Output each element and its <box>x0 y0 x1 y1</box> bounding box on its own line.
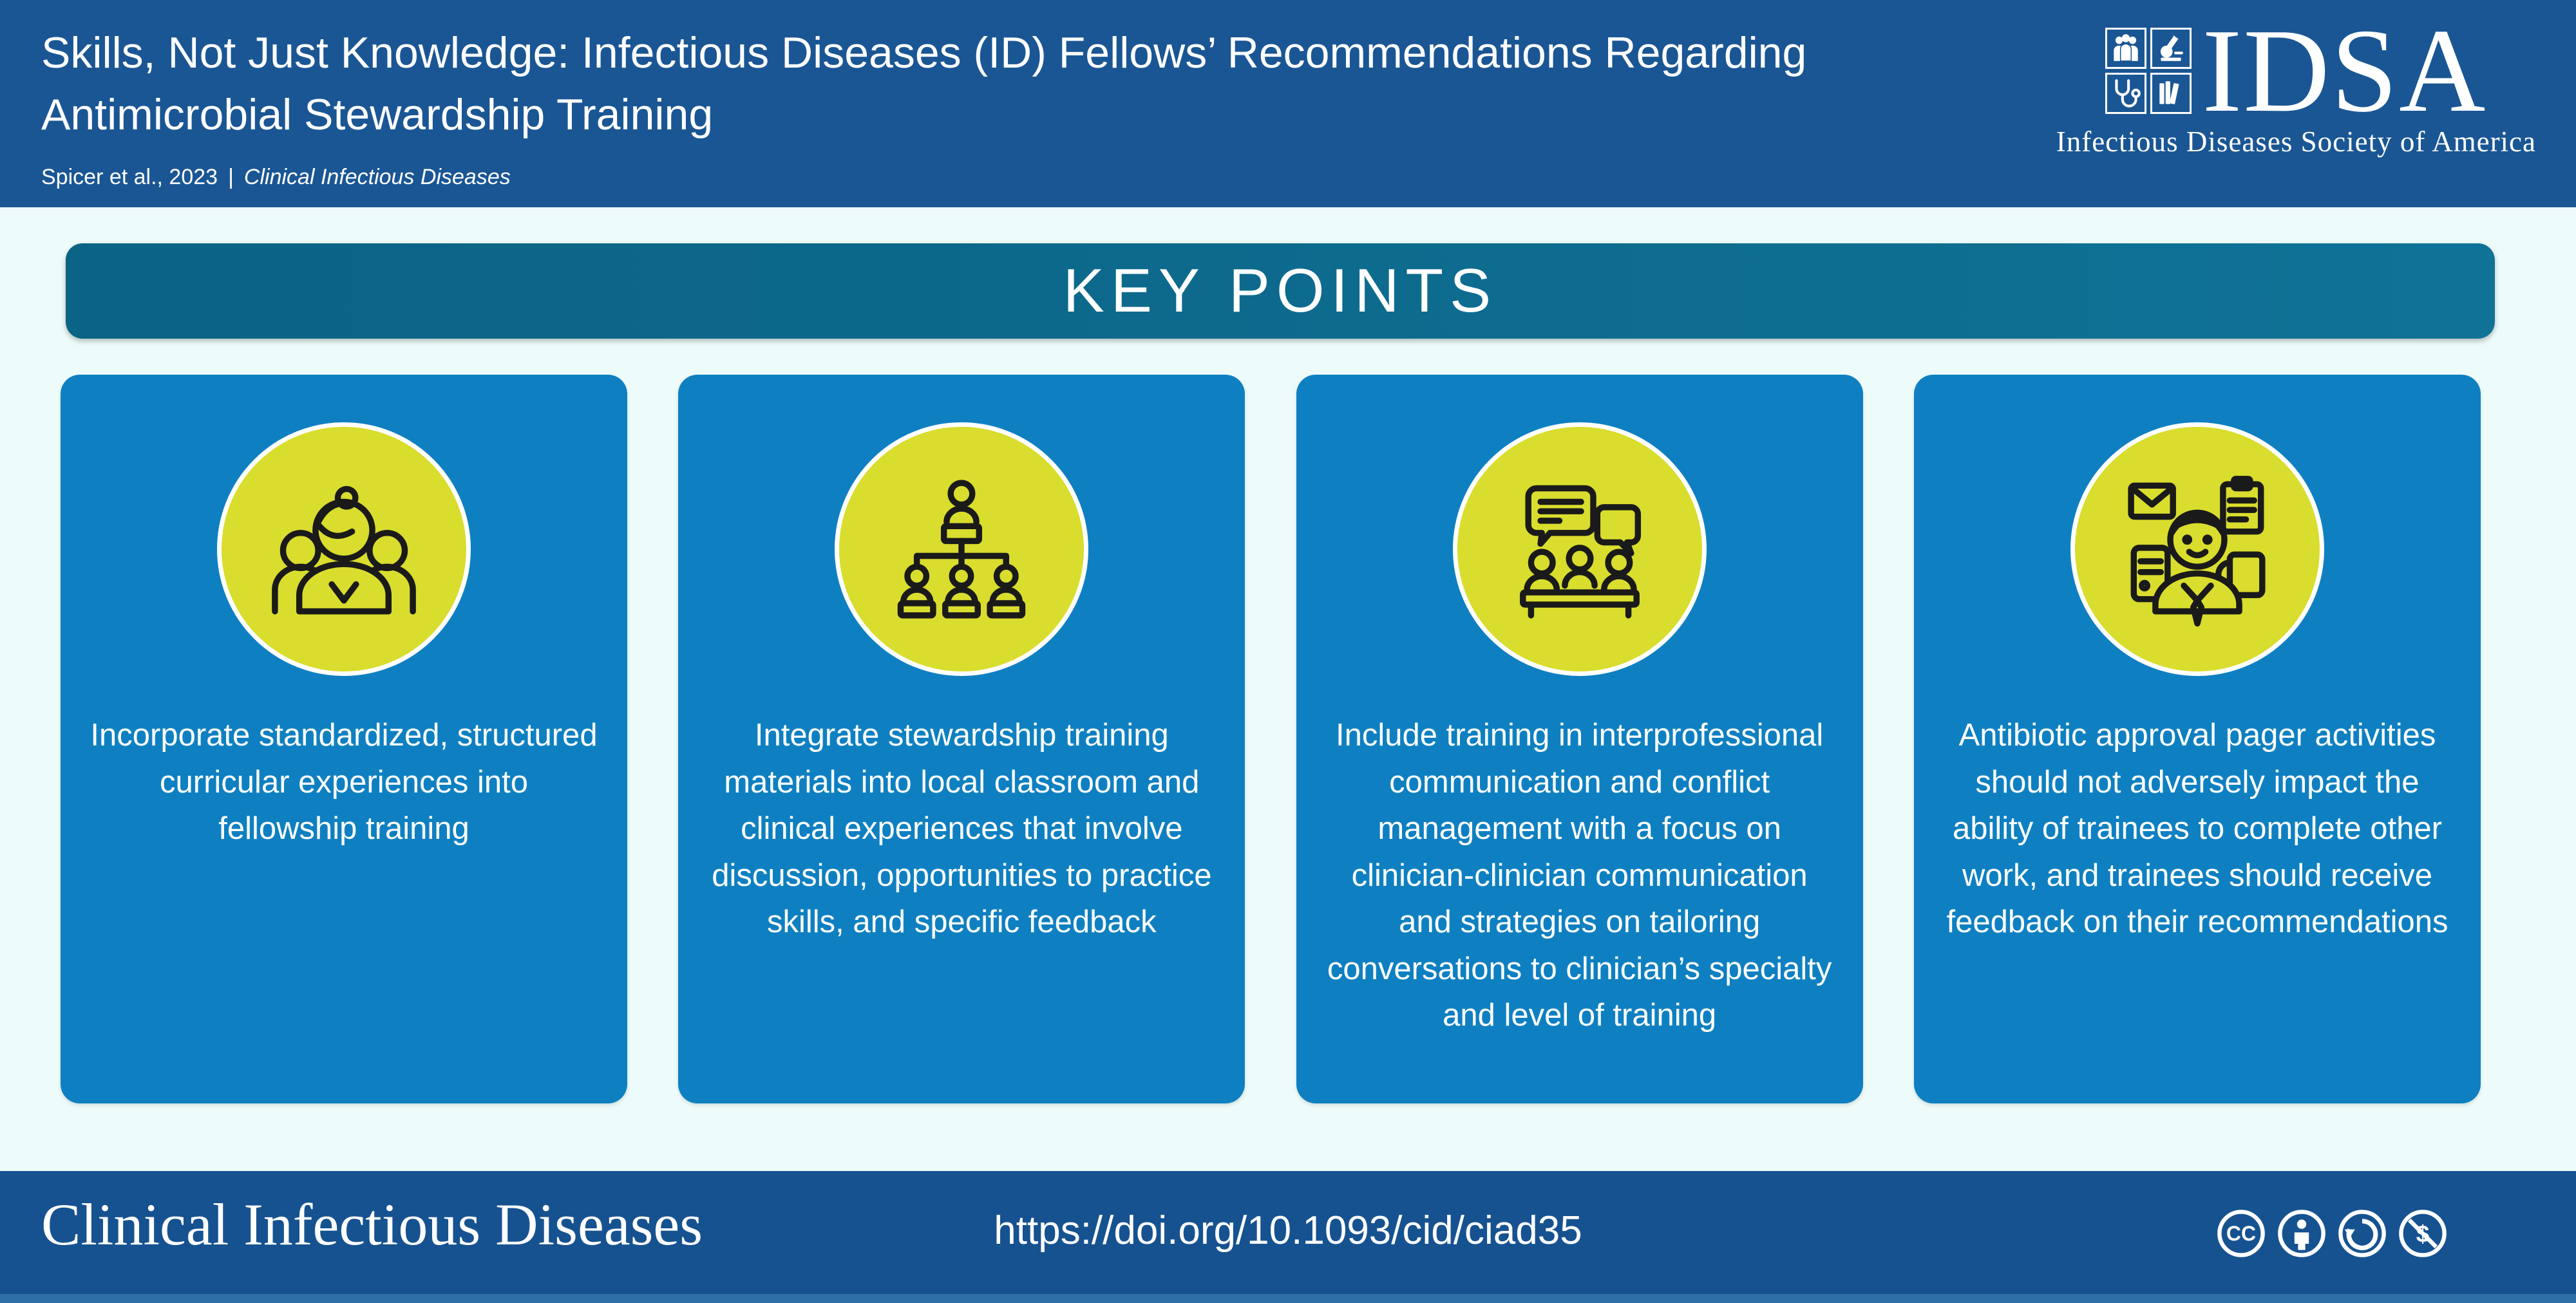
team-icon <box>272 485 416 615</box>
svg-text:CC: CC <box>2226 1222 2256 1245</box>
key-point-text: Integrate stewardship training materials… <box>712 718 1212 940</box>
title-line-2: Antimicrobial Stewardship Training <box>41 90 714 139</box>
key-points-cards: Incorporate standardized, structured cur… <box>61 375 2481 1103</box>
byline-separator: | <box>228 165 234 189</box>
key-points-banner: KEY POINTS <box>66 243 2495 339</box>
microscope-icon <box>2150 28 2192 69</box>
key-point-text: Incorporate standardized, structured cur… <box>90 718 598 847</box>
icon-circle <box>217 422 471 676</box>
stethoscope-icon <box>2105 73 2147 114</box>
byline-journal: Clinical Infectious Diseases <box>243 165 511 189</box>
footer-bar <box>0 1171 2576 1294</box>
idsa-acronym: IDSA <box>2202 5 2487 137</box>
doi-link[interactable]: https://doi.org/10.1093/cid/ciad35 <box>994 1208 1582 1253</box>
footer-accent-strip <box>0 1294 2576 1303</box>
idsa-caption: Infectious Diseases Society of America <box>2056 126 2536 158</box>
nc-icon: $ <box>2399 1210 2447 1257</box>
page-title: Skills, Not Just Knowledge: Infectious D… <box>41 22 1806 145</box>
people-icon <box>2105 28 2147 69</box>
icon-circle <box>835 422 1089 676</box>
journal-masthead: Clinical Infectious Diseases <box>41 1192 703 1257</box>
key-points-label: KEY POINTS <box>1063 256 1498 325</box>
key-point-text: Include training in interprofessional co… <box>1327 718 1832 1033</box>
key-point-card-1: Incorporate standardized, structured cur… <box>61 375 627 1103</box>
cc-icon: CC <box>2217 1210 2265 1257</box>
key-point-card-2: Integrate stewardship training materials… <box>678 375 1245 1103</box>
discussion-icon <box>1519 485 1641 619</box>
books-icon <box>2150 73 2192 114</box>
icon-circle <box>2070 422 2324 676</box>
multitask-icon <box>2128 476 2266 627</box>
byline-authors: Spicer et al., 2023 <box>41 165 218 189</box>
byline: Spicer et al., 2023 | Clinical Infectious … <box>41 165 511 190</box>
title-line-1: Skills, Not Just Knowledge: Infectious D… <box>41 28 1807 77</box>
idsa-logo-grid <box>2105 28 2192 114</box>
icon-circle <box>1452 422 1707 676</box>
key-point-card-3: Include training in interprofessional co… <box>1296 375 1863 1103</box>
key-point-text: Antibiotic approval pager activities sho… <box>1946 718 2448 940</box>
license-icons: CC $ <box>2215 1208 2448 1259</box>
header-bar: Skills, Not Just Knowledge: Infectious D… <box>0 0 2576 207</box>
by-icon <box>2278 1210 2325 1257</box>
idsa-logo: IDSA Infectious Diseases Society of Amer… <box>2056 5 2536 158</box>
key-point-card-4: Antibiotic approval pager activities sho… <box>1913 375 2481 1103</box>
hierarchy-icon <box>898 480 1026 619</box>
sa-icon <box>2338 1210 2386 1257</box>
